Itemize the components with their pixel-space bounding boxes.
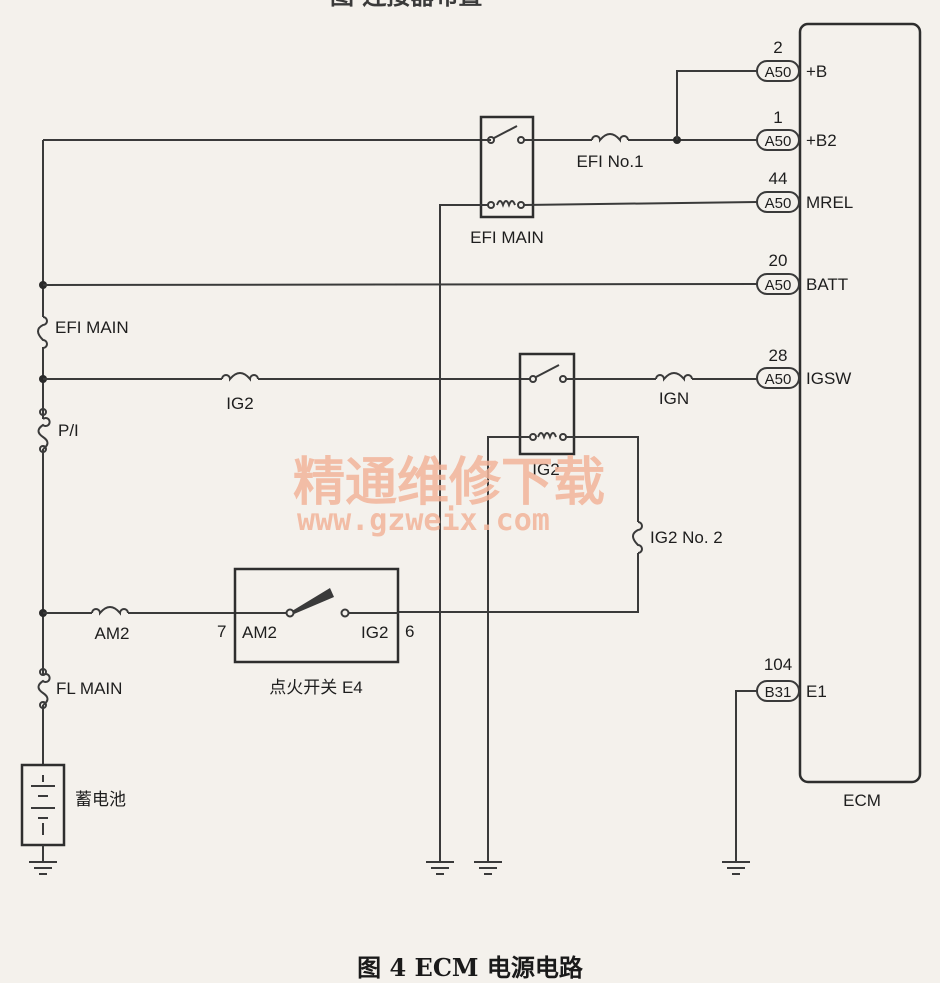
ig2-relay-label: IG2 xyxy=(532,460,559,479)
efi-no1-fuse xyxy=(591,133,629,143)
pi-terminal-top xyxy=(39,408,47,416)
ign-fuse xyxy=(655,372,693,382)
connector-code: A50 xyxy=(765,64,792,81)
connector-code: A50 xyxy=(765,371,792,388)
efi-no1-label: EFI No.1 xyxy=(576,152,643,171)
pin-name: +B xyxy=(806,62,827,81)
ecm-pin-b: 2 A50 +B xyxy=(756,38,827,82)
ecm-box xyxy=(798,22,922,784)
ground-icon xyxy=(426,840,454,875)
wire-ig2-no2-to-switch xyxy=(399,553,639,613)
ig2-no2-label: IG2 No. 2 xyxy=(650,528,723,547)
efi-main-fuse xyxy=(37,316,48,349)
ground-icon xyxy=(474,840,502,875)
switch-pin-7: 7 xyxy=(217,622,226,641)
ig2-no2-fuse xyxy=(632,521,643,554)
ignition-switch xyxy=(233,567,400,664)
ign-fuse-label: IGN xyxy=(659,389,689,408)
pin-name: IGSW xyxy=(806,369,851,388)
wire-ig2-coil-ground xyxy=(487,436,530,840)
connector-code: B31 xyxy=(765,684,792,701)
ig2-relay xyxy=(518,352,576,456)
pi-label: P/I xyxy=(58,421,79,440)
pin-number: 44 xyxy=(769,169,788,188)
wire-to-mrel xyxy=(523,201,758,206)
pin-number: 28 xyxy=(769,346,788,365)
pin-number: 20 xyxy=(769,251,788,270)
pin-name: E1 xyxy=(806,682,827,701)
wire-e1-ground xyxy=(735,690,757,862)
wire-ig2-coil-feed xyxy=(566,436,639,522)
battery-icon xyxy=(20,763,66,847)
ig2-fuse xyxy=(221,372,259,382)
wire-efi-coil-ground xyxy=(439,204,488,840)
switch-am2-label: AM2 xyxy=(242,623,277,642)
watermark-url: www.gzweix.com xyxy=(297,503,550,538)
ground-icon xyxy=(722,861,750,875)
fl-terminal-top xyxy=(39,668,47,676)
switch-ig2-label: IG2 xyxy=(361,623,388,642)
wire-to-batt xyxy=(42,283,758,286)
pin-name: +B2 xyxy=(806,131,837,150)
ecm-pin-mrel: 44 A50 MREL xyxy=(756,169,853,213)
ecm-pin-e1: 104 B31 E1 xyxy=(756,655,827,702)
fl-main-fusible-link xyxy=(37,673,51,706)
pi-fusible-link xyxy=(37,417,51,450)
connector-code: A50 xyxy=(765,133,792,150)
wire-to-b xyxy=(676,70,757,140)
pi-terminal-bottom xyxy=(39,445,47,453)
pin-number: 1 xyxy=(773,108,782,127)
ecm-pin-b2: 1 A50 +B2 xyxy=(756,108,837,151)
ig2-fuse-label: IG2 xyxy=(226,394,253,413)
efi-main-fuse-label: EFI MAIN xyxy=(55,318,129,337)
pin-name: MREL xyxy=(806,193,853,212)
watermark-title: 精通维修下载 xyxy=(293,453,605,513)
ecm-label: ECM xyxy=(843,791,881,810)
pin-name: BATT xyxy=(806,275,848,294)
efi-main-relay xyxy=(479,115,535,219)
ground-icon xyxy=(29,861,57,875)
am2-fuse-label: AM2 xyxy=(95,624,130,643)
battery-label: 蓄电池 xyxy=(75,790,126,809)
am2-fuse xyxy=(91,606,129,616)
fl-terminal-bottom xyxy=(39,701,47,709)
fl-main-label: FL MAIN xyxy=(56,679,122,698)
efi-main-relay-label: EFI MAIN xyxy=(470,228,544,247)
pin-number: 2 xyxy=(773,38,782,57)
figure-caption: 图 4 ECM 电源电路 xyxy=(357,953,584,982)
top-caption-fragment: 图 连接器布置 xyxy=(330,0,482,10)
pin-number: 104 xyxy=(764,655,792,674)
ecm-pin-igsw: 28 A50 IGSW xyxy=(756,346,851,389)
connector-code: A50 xyxy=(765,277,792,294)
ecm-pin-batt: 20 A50 BATT xyxy=(756,251,848,295)
ignition-switch-label: 点火开关 E4 xyxy=(269,678,363,697)
switch-pin-6: 6 xyxy=(405,622,414,641)
connector-code: A50 xyxy=(765,195,792,212)
